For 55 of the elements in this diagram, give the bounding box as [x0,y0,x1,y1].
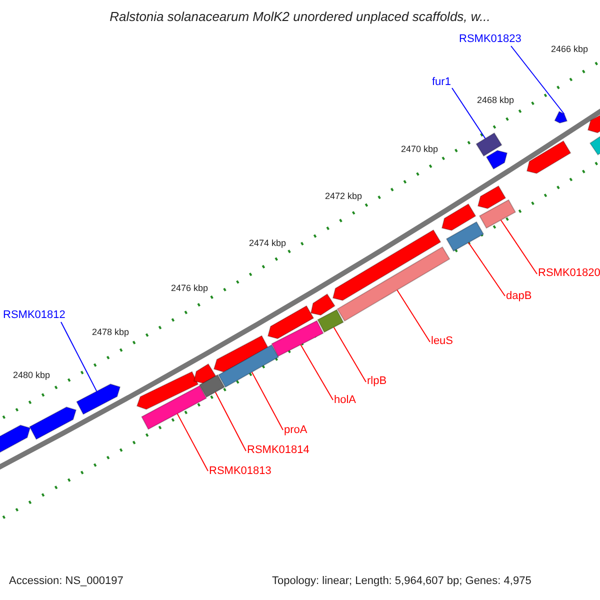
scale-label: 2468 kbp [477,96,514,106]
gene-bar [526,140,572,174]
leader-line [500,220,538,274]
gene-bar [0,424,31,454]
scale-label: 2478 kbp [92,328,130,338]
scale-label: 2474 kbp [249,239,286,249]
gene-bar [317,309,344,333]
gene-bar [477,185,506,210]
gene-bar [446,221,484,252]
scale-label: 2466 kbp [551,45,588,55]
leader-line [396,290,430,342]
leader-line [214,392,246,452]
gene-label: fur1 [432,76,451,88]
map-title: Ralstonia solanacearum MolK2 unordered unplaced scaffolds, w... [108,10,492,24]
gene-bar [310,293,336,316]
leader-line [510,46,565,114]
gene-label: leuS [431,335,454,348]
leader-line [300,344,334,400]
gene-bar [141,385,207,430]
gene-label: RSMK01814 [247,444,310,456]
gene-bar [76,384,121,415]
gene-label: proA [284,424,308,436]
gene-bar [29,406,77,440]
gene-label: dapB [506,290,532,302]
gene-label: RSMK01820 [538,267,600,280]
gene-bar [554,110,568,124]
gene-bar [271,320,324,357]
gene-bar [218,344,280,388]
scale-label: 2470 kbp [401,145,438,155]
gene-bar [193,363,216,384]
gene-label: RSMK01812 [3,309,66,322]
footer-text: Accession: NS_000197 [9,575,124,588]
gene-bar [267,305,314,340]
leader-line [251,372,284,430]
leader-line [333,326,366,382]
scale-label: 2476 kbp [171,284,208,294]
gene-bar [213,335,269,372]
gene-label: RSMK01823 [459,33,522,46]
gene-label: rlpB [367,375,387,388]
gene-label: RSMK01813 [209,465,272,478]
leader-line [60,322,98,392]
gene-bar [198,374,226,398]
gene-bar [478,199,516,229]
gene-bar [336,246,450,322]
leader-line [452,88,486,139]
leader-line [176,413,208,472]
scale-label: 2480 kbp [13,371,50,381]
gene-bar [332,229,442,301]
leader-line [468,242,506,296]
gene-bar [136,371,199,410]
gene-bar [476,132,502,157]
footer-text: Topology: linear; Length: 5,964,607 bp; Genes: 4,975 [272,575,532,588]
gene-bar [441,203,476,231]
gene-label: holA [334,394,356,406]
scale-label: 2472 kbp [325,192,362,202]
